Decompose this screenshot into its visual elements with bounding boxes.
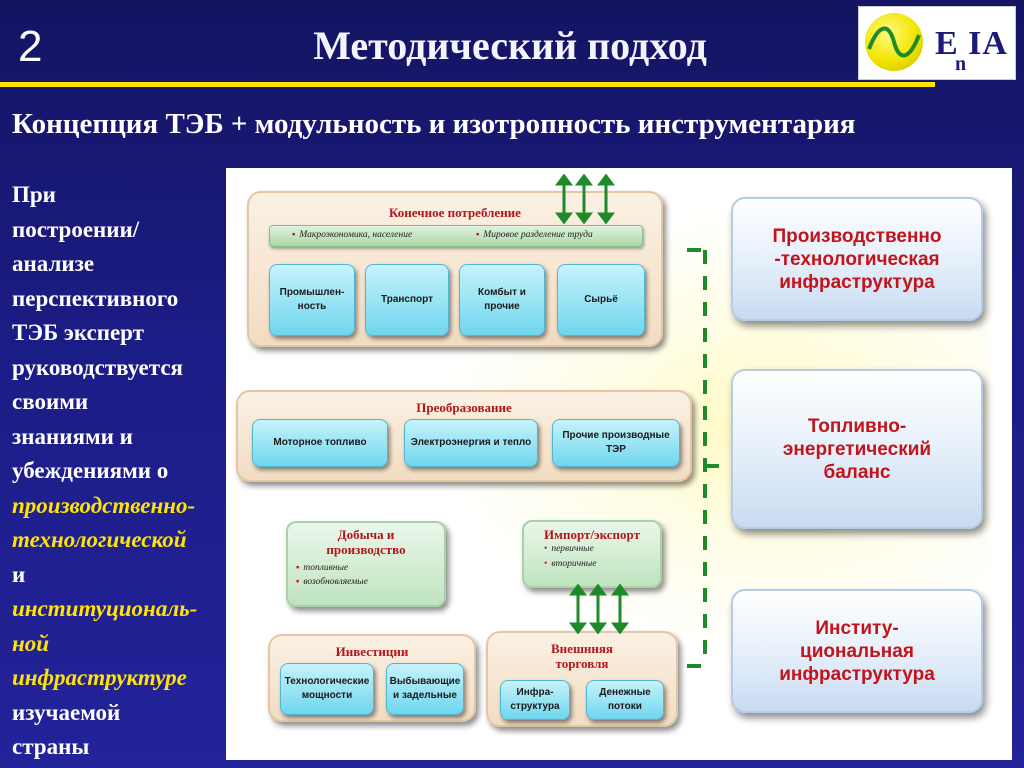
fuel-energy-balance-box: Топливно- энергетический баланс [731, 369, 983, 529]
text-line: перспективного [12, 285, 179, 311]
logo-ball-icon [865, 13, 923, 71]
text-line: своими [12, 389, 89, 414]
bottom-double-arrows-icon [569, 584, 629, 634]
logo-subscript: n [955, 53, 967, 75]
import-export-bullet: •вторичные [544, 559, 597, 569]
text-line: знаниями и [12, 423, 133, 449]
logo-letters: E IA [935, 25, 1008, 62]
slide-number: 2 [18, 22, 43, 71]
foreign-trade-block: Внешнняя торговля Инфра- структура Денеж… [486, 631, 678, 727]
import-export-title: Импорт/экспорт [543, 527, 640, 542]
text-line: анализе [12, 251, 95, 276]
conversion-title: Преобразование [416, 400, 512, 415]
highlight-line: ной [12, 630, 50, 656]
import-export-block: Импорт/экспорт •первичные •вторичные [522, 520, 662, 588]
slide-subtitle: Концепция ТЭБ + модульность и изотропнос… [12, 108, 856, 140]
conversion-motor-fuel: Моторное топливо [252, 419, 388, 467]
text-line: и [12, 561, 26, 587]
import-export-bullet: •первичные [544, 544, 594, 554]
investment-capacity: Технологические мощности [280, 663, 374, 715]
extraction-title: Добыча и производство [326, 527, 406, 557]
investments-block: Инвестиции Технологические мощности Выбы… [268, 634, 476, 722]
sector-industry: Промышлен- ность [269, 264, 355, 336]
conversion-block: Преобразование Моторное топливо Электроэ… [236, 390, 692, 482]
left-description: При построении/ анализе перспективного Т… [12, 178, 228, 765]
investment-retiring: Выбывающие и задельные [386, 663, 464, 715]
text-line: страны [12, 734, 90, 759]
institutional-infrastructure-box: Институ- циональная инфраструктура [731, 589, 983, 713]
context-item: ▪Мировое разделение труда [476, 230, 593, 240]
text-line: изучаемой [12, 699, 121, 725]
highlight-line: институциональ- [12, 596, 198, 621]
context-item: ▪Макроэкономика, население [292, 230, 413, 240]
dashed-connector [687, 248, 725, 668]
context-bar: ▪Макроэкономика, население ▪Мировое разд… [269, 225, 643, 247]
title-underline [0, 82, 935, 87]
final-consumption-block: Конечное потребление ▪Макроэкономика, на… [247, 191, 663, 347]
text-line: ТЭБ эксперт [12, 320, 144, 345]
extraction-bullet: ▪топливные [296, 563, 349, 573]
sector-raw-materials: Сырьё [557, 264, 645, 336]
investments-title: Инвестиции [335, 644, 409, 659]
sector-transport: Транспорт [365, 264, 449, 336]
trade-infrastructure: Инфра- структура [500, 680, 570, 720]
final-consumption-title: Конечное потребление [389, 205, 521, 220]
text-line: руководствуется [12, 354, 183, 380]
sector-residential: Комбыт и прочие [459, 264, 545, 336]
production-infrastructure-box: Производственно -технологическая инфраст… [731, 197, 983, 321]
text-line: построении/ [12, 216, 140, 242]
extraction-block: Добыча и производство ▪топливные ▪возобн… [286, 521, 446, 607]
conversion-other: Прочие производные ТЭР [552, 419, 680, 467]
highlight-line: технологической [12, 527, 187, 552]
slide-title: Методический подход [313, 23, 707, 68]
highlight-line: инфраструктуре [12, 665, 187, 690]
conversion-power-heat: Электроэнергия и тепло [404, 419, 538, 467]
highlight-line: производственно- [12, 492, 196, 518]
text-line: убеждениями о [12, 458, 169, 483]
extraction-bullet: ▪возобновляемые [296, 577, 368, 587]
text-line: При [12, 182, 56, 207]
trade-money-flows: Денежные потоки [586, 680, 664, 720]
top-double-arrows-icon [555, 174, 615, 224]
enia-logo: E IA n [858, 6, 1016, 80]
foreign-trade-title: Внешнняя торговля [551, 641, 613, 671]
